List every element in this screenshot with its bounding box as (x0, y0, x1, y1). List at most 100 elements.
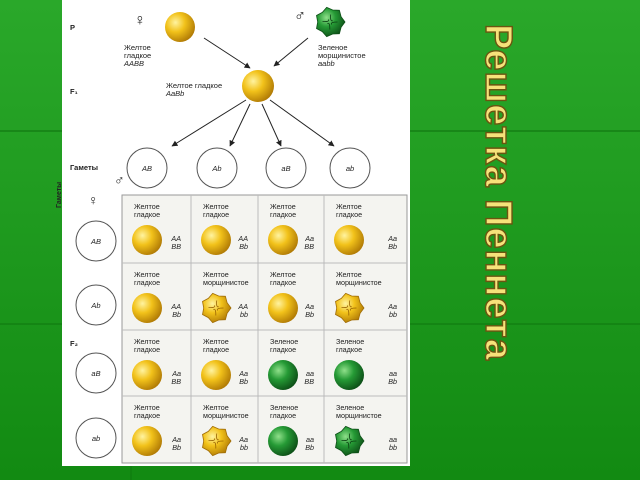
female-gamete-symbol: ♀ (88, 192, 99, 208)
f2-cell-1-3-phenotype-line1: Желтое (270, 202, 296, 211)
f2-cell-3-1-phenotype-line2: гладкое (134, 345, 161, 354)
f2-cell-2-1-phenotype-line1: Желтое (134, 270, 160, 279)
f2-cell-2-2-genotype-a: AA (238, 302, 248, 311)
f2-cell-2-2-phenotype-line2: морщинистое (203, 278, 249, 287)
female-gamete-2: Ab (91, 301, 101, 310)
male-gamete-2: Ab (212, 164, 222, 173)
female-phenotype-line2: гладкое (124, 51, 152, 60)
female-phenotype-line1: Желтое (124, 43, 151, 52)
f2-cell-1-4-genotype-a: Aa (388, 234, 397, 243)
f1-genotype: AaBb (166, 89, 185, 98)
f2-cell-1-2-phenotype-line2: гладкое (203, 210, 230, 219)
f2-cell-1-1-genotype-b: BB (171, 242, 181, 251)
female-gamete-3: aB (91, 369, 101, 378)
f2-cell-4-2-phenotype-line1: Желтое (203, 403, 229, 412)
arrow-male-to-f1 (273, 37, 309, 67)
f2-cell-4-2-phenotype-line2: морщинистое (203, 411, 249, 420)
f2-cell-1-3-genotype-b: BB (304, 242, 314, 251)
f2-cell-2-1-seed (132, 293, 162, 323)
f1-seed (242, 70, 274, 102)
f2-cell-3-2-genotype-a: Aa (239, 369, 248, 378)
f2-cell-2-4-seed (335, 292, 365, 324)
f2-cell-2-4-phenotype-line2: морщинистое (336, 278, 382, 287)
female-gamete-circle-4 (75, 417, 117, 459)
f2-cell-1-4-genotype-b: Bb (388, 242, 397, 251)
f2-cell-3-3-phenotype-line2: гладкое (270, 345, 297, 354)
f2-cell-2-4-genotype-b: bb (389, 310, 397, 319)
f2-cell-3-4-genotype-b: Bb (388, 377, 397, 386)
f2-cell-3-4-genotype-a: aa (389, 369, 397, 378)
female-gamete-circle-3 (75, 352, 117, 394)
male-gamete-4: ab (345, 164, 355, 173)
f2-cell-2-2-genotype-b: bb (240, 310, 248, 319)
f2-cell-1-1-phenotype-line1: Желтое (134, 202, 160, 211)
female-gamete-circle-1 (75, 220, 117, 262)
f2-cell-3-3-genotype-b: BB (304, 377, 314, 386)
f2-cell-1-1-genotype-a: AA (171, 234, 181, 243)
male-parent-seed (316, 6, 346, 38)
f2-cell-3-4-phenotype-line2: гладкое (336, 345, 363, 354)
f2-cell-4-4-genotype-a: aa (389, 435, 397, 444)
f2-cell-4-3-seed (268, 426, 298, 456)
f2-cell-2-3-genotype-b: Bb (305, 310, 314, 319)
f2-cell-3-1-seed (132, 360, 162, 390)
female-gametes-label: Гаметы (56, 181, 63, 208)
f2-cell-1-3-phenotype-line2: гладкое (270, 210, 297, 219)
f2-cell-2-1-genotype-a: AA (171, 302, 181, 311)
punnett-diagram (75, 6, 408, 464)
gametes-label: Гаметы (70, 163, 99, 172)
f2-cell-2-2-seed (202, 292, 232, 324)
f2-cell-1-2-seed (201, 225, 231, 255)
f2-cell-4-1-phenotype-line1: Желтое (134, 403, 160, 412)
male-gamete-circle-3 (265, 147, 307, 189)
arrow-f1-to-gamete-3 (261, 103, 282, 147)
f2-cell-3-3-seed (268, 360, 298, 390)
f2-cell-1-1-phenotype-line2: гладкое (134, 210, 161, 219)
f2-cell-1-4-phenotype-line1: Желтое (336, 202, 362, 211)
female-parent-seed (165, 12, 195, 42)
f2-cell-3-1-phenotype-line1: Желтое (134, 337, 160, 346)
male-phenotype-line1: Зеленое (318, 43, 348, 52)
f2-cell-3-1-genotype-b: BB (171, 377, 181, 386)
male-symbol: ♂ (294, 8, 306, 25)
male-gamete-circle-1 (126, 147, 168, 189)
f2-cell-3-1-genotype-a: Aa (172, 369, 181, 378)
f2-cell-1-1-seed (132, 225, 162, 255)
f2-cell-1-4-phenotype-line2: гладкое (336, 210, 363, 219)
f2-cell-4-4-phenotype-line1: Зеленое (336, 403, 365, 412)
f2-cell-1-3-seed (268, 225, 298, 255)
arrow-f1-to-gamete-4 (269, 99, 335, 147)
f2-cell-4-3-genotype-b: Bb (305, 443, 314, 452)
f2-cell-2-3-phenotype-line2: гладкое (270, 278, 297, 287)
f2-cell-2-4-genotype-a: Aa (388, 302, 397, 311)
f2-cell-3-4-phenotype-line1: Зеленое (336, 337, 365, 346)
female-gamete-1: AB (90, 237, 101, 246)
male-gamete-symbol: ♂ (114, 172, 125, 188)
f2-cell-4-2-seed (202, 425, 232, 457)
f2-cell-3-3-genotype-a: aa (306, 369, 314, 378)
punnett-grid (121, 194, 408, 464)
f2-cell-2-3-phenotype-line1: Желтое (270, 270, 296, 279)
f2-cell-3-2-seed (201, 360, 231, 390)
female-symbol: ♀ (134, 12, 146, 29)
f1-phenotype: Желтое гладкое (166, 81, 223, 90)
f2-cell-2-3-seed (268, 293, 298, 323)
male-genotype: aabb (318, 59, 335, 68)
female-gamete-circle-2 (75, 284, 117, 326)
f2-cell-4-3-phenotype-line2: гладкое (270, 411, 297, 420)
side-title-text: Решетка Пеннета (477, 24, 519, 361)
arrow-f1-to-gamete-1 (171, 99, 247, 147)
f2-cell-4-1-seed (132, 426, 162, 456)
male-gamete-1: AB (141, 164, 152, 173)
f2-cell-4-1-genotype-b: Bb (172, 443, 181, 452)
f2-cell-3-2-phenotype-line1: Желтое (203, 337, 229, 346)
f2-cell-2-2-phenotype-line1: Желтое (203, 270, 229, 279)
f2-cell-1-4-seed (334, 225, 364, 255)
f2-cell-3-2-genotype-b: Bb (239, 377, 248, 386)
male-gamete-3: aB (281, 164, 291, 173)
f2-cell-2-4-phenotype-line1: Желтое (336, 270, 362, 279)
parents-label: P (70, 23, 76, 32)
female-genotype: AABB (124, 59, 145, 68)
f2-cell-4-2-genotype-a: Aa (239, 435, 248, 444)
f2-cell-4-2-genotype-b: bb (240, 443, 248, 452)
